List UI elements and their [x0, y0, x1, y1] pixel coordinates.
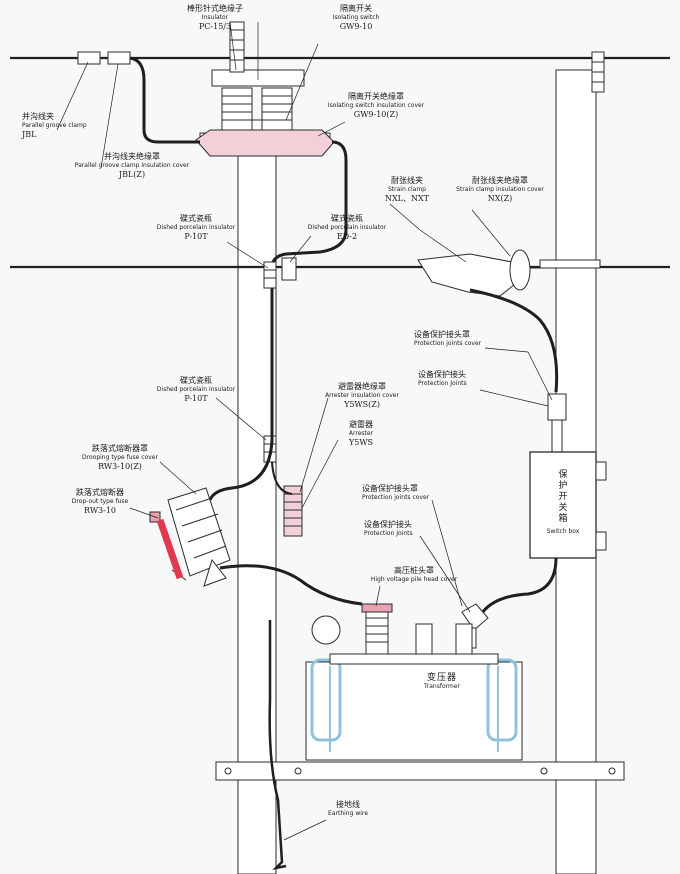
strain-clamp-cn: 耐张线夹: [391, 176, 423, 185]
label-groove-clamp-cover: 并沟线夹绝缘罩 Parallel groove clamp insulation…: [62, 152, 202, 180]
groove-clamp-model: JBL: [22, 130, 37, 139]
fuse-cover-en: Drooping type fuse cover: [82, 454, 158, 461]
label-strain-clamp: 耐张线夹 Strain clamp NXL、NXT: [372, 176, 442, 204]
label-hv-pile-cover: 高压桩头罩 High voltage pile head cover: [356, 566, 472, 584]
groove-clamp-cover-cn: 并沟线夹绝缘罩: [104, 152, 160, 161]
arrester-cover-model: Y5WS(Z): [344, 400, 380, 409]
protection-cover-1-cn: 设备保护接头罩: [414, 330, 470, 339]
label-dished-insulator-1: 碟式瓷瓶 Dished porcelain insulator P-10T: [148, 214, 244, 242]
transformer-en: Transformer: [423, 683, 460, 690]
label-isolating-switch: 隔离开关 Isolating switch GW9-10: [316, 4, 396, 32]
dished-insulator-3-model: P-10T: [184, 394, 208, 403]
protection-cover-2-en: Protection joints cover: [362, 494, 430, 501]
protection-joint-2-en: Protection Joints: [364, 530, 413, 537]
protection-joint-2-cn: 设备保护接头: [364, 520, 412, 529]
label-dished-insulator-2: 碟式瓷瓶 Dished porcelain insulator ED-2: [300, 214, 394, 242]
fuse-cover-cn: 跌落式熔断器罩: [92, 444, 148, 453]
groove-clamp-cover-en: Parallel groove clamp insulation cover: [74, 162, 190, 169]
right-crossarm: [539, 259, 601, 269]
fuse-en: Drop-out type fuse: [71, 498, 129, 505]
isolating-switch-cn: 隔离开关: [340, 4, 372, 13]
transformer-cn: 变压器: [426, 673, 457, 683]
groove-clamp-2: [107, 51, 131, 65]
post-insulator-en: Insulator: [201, 14, 229, 21]
strain-clamp-model: NXL、NXT: [384, 194, 430, 203]
dished-insulator-p10t-upper: [263, 261, 277, 289]
dished-insulator-3-cn: 碟式瓷瓶: [180, 376, 212, 385]
protection-joint-1-cn: 设备保护接头: [418, 370, 466, 379]
label-protection-cover-1: 设备保护接头罩 Protection joints cover: [414, 330, 514, 348]
groove-clamp-en: Parallel groove clamp: [22, 122, 87, 129]
label-arrester: 避雷器 Arrester Y5WS: [336, 420, 386, 448]
label-protection-joint-1: 设备保护接头 Protection Joints: [418, 370, 498, 388]
dished-insulator-1-en: Dished porcelain insulator: [156, 224, 236, 231]
dished-insulator-1-model: P-10T: [184, 232, 208, 241]
earthing-wire-drawing: [268, 620, 287, 871]
strain-clamp-cover-model: NX(Z): [487, 194, 513, 203]
label-transformer: 变压器 Transformer: [402, 670, 482, 691]
switch-box-en: Switch box: [546, 528, 580, 535]
isolating-switch-en: Isolating switch: [332, 14, 380, 21]
label-arrester-cover: 避雷器绝缘罩 Arrester insulation cover Y5WS(Z): [318, 382, 406, 410]
arrester-drawing: [283, 485, 303, 537]
earthing-wire-en: Earthing wire: [328, 810, 368, 817]
transformer-drawing: [305, 603, 523, 761]
arrester-model: Y5WS: [348, 438, 374, 447]
dished-insulator-2-model: ED-2: [336, 232, 358, 241]
dished-insulator-ed2: [281, 257, 297, 281]
earthing-wire-cn: 接地线: [336, 800, 360, 809]
strain-clamp-cover-en: Strain clamp insulation cover: [456, 186, 544, 193]
post-insulator-cn: 棒形针式绝缘子: [187, 4, 243, 13]
switch-box: [529, 451, 597, 559]
switch-box-cn: 保护开关箱: [558, 470, 568, 524]
post-insulator-model: PC-15/3: [198, 22, 232, 31]
label-protection-joint-2: 设备保护接头 Protection Joints: [364, 520, 444, 538]
strain-clamp-en: Strain clamp: [388, 186, 426, 193]
groove-clamp-cover-model: JBL(Z): [118, 170, 146, 179]
label-dished-insulator-3: 碟式瓷瓶 Dished porcelain insulator P-10T: [148, 376, 244, 404]
hv-pile-cover-cn: 高压桩头罩: [394, 566, 434, 575]
protection-joint-1-en: Protection Joints: [418, 380, 467, 387]
switch-cover-cn: 隔离开关绝缘罩: [348, 92, 404, 101]
dished-insulator-1-cn: 碟式瓷瓶: [180, 214, 212, 223]
dished-insulator-3-en: Dished porcelain insulator: [156, 386, 236, 393]
fuse-cover-model: RW3-10(Z): [98, 462, 142, 471]
label-protection-cover-2: 设备保护接头罩 Protection joints cover: [362, 484, 462, 502]
protection-cover-1-en: Protection joints cover: [414, 340, 482, 347]
arrester-cover-en: Arrester insulation cover: [325, 392, 399, 399]
label-groove-clamp: 并沟线夹 Parallel groove clamp JBL: [22, 112, 112, 140]
arrester-cn: 避雷器: [349, 420, 373, 429]
dished-insulator-2-en: Dished porcelain insulator: [307, 224, 387, 231]
fuse-cn: 跌落式熔断器: [76, 488, 124, 497]
dropout-fuse-drawing: [149, 487, 231, 587]
label-fuse: 跌落式熔断器 Drop-out type fuse RW3-10: [58, 488, 142, 516]
fuse-model: RW3-10: [83, 506, 117, 515]
label-post-insulator: 棒形针式绝缘子 Insulator PC-15/3: [160, 4, 270, 32]
strain-clamp-cover-cn: 耐张线夹绝缘罩: [472, 176, 528, 185]
protection-joint-upper: [547, 393, 567, 453]
label-switch-cover: 隔离开关绝缘罩 Isolating switch insulation cove…: [316, 92, 436, 120]
hv-pile-cover-en: High voltage pile head cover: [370, 576, 458, 583]
isolating-switch-drawing: [195, 21, 335, 170]
label-earthing-wire: 接地线 Earthing wire: [318, 800, 378, 818]
bottom-crossarm: [215, 761, 625, 781]
protection-cover-2-cn: 设备保护接头罩: [362, 484, 418, 493]
switch-cover-model: GW9-10(Z): [353, 110, 399, 119]
dished-insulator-2-cn: 碟式瓷瓶: [331, 214, 363, 223]
fuse-tube: [156, 518, 184, 580]
arrester-en: Arrester: [348, 430, 374, 437]
arrester-cover-cn: 避雷器绝缘罩: [338, 382, 386, 391]
label-switch-box: Switch box: [534, 528, 592, 536]
groove-clamp-1: [77, 51, 101, 65]
isolating-switch-model: GW9-10: [339, 22, 373, 31]
label-strain-clamp-cover: 耐张线夹绝缘罩 Strain clamp insulation cover NX…: [448, 176, 552, 204]
switch-cover-en: Isolating switch insulation cover: [327, 102, 425, 109]
strain-clamp-assembly: [417, 249, 556, 297]
label-fuse-cover: 跌落式熔断器罩 Drooping type fuse cover RW3-10(…: [70, 444, 170, 472]
groove-clamp-cn: 并沟线夹: [22, 112, 54, 121]
